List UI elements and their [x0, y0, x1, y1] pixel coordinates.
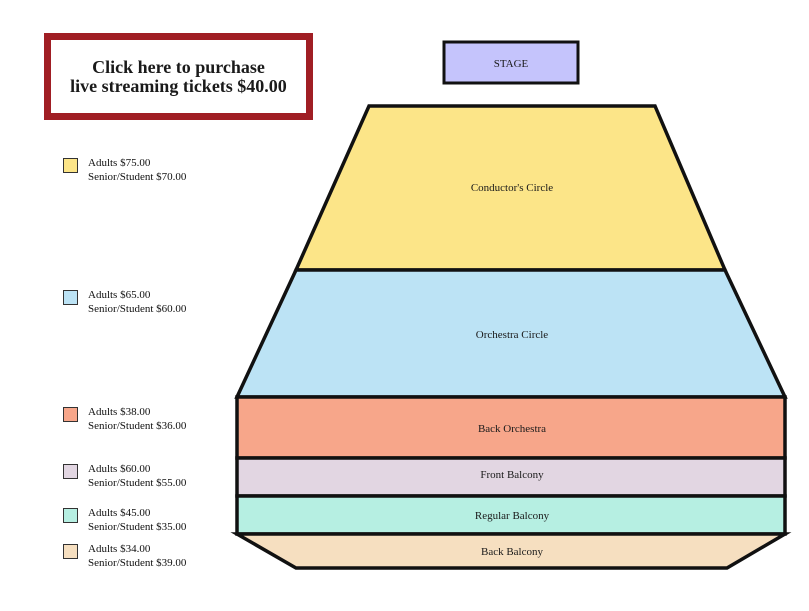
orchestra-circle-label: Orchestra Circle	[476, 329, 548, 341]
purchase-line-2: live streaming tickets $40.00	[70, 75, 287, 96]
legend-adult-price: Adults $34.00	[88, 543, 151, 555]
section-orchestra-circle[interactable]: Orchestra Circle	[234, 268, 788, 399]
legend-conductors-circle: Adults $75.00 Senior/Student $70.00	[63, 156, 186, 184]
purchase-line-1: Click here to purchase	[92, 56, 265, 77]
legend-front-balcony: Adults $60.00 Senior/Student $55.00	[63, 462, 186, 490]
legend-adult-price: Adults $65.00	[88, 289, 151, 301]
stage-label: STAGE	[494, 58, 529, 70]
legend-adult-price: Adults $45.00	[88, 507, 151, 519]
section-back-orchestra[interactable]: Back Orchestra	[235, 395, 787, 460]
legend-adult-price: Adults $38.00	[88, 406, 151, 418]
legend-senior-price: Senior/Student $39.00	[88, 557, 187, 569]
stage: STAGE	[442, 40, 580, 85]
section-front-balcony[interactable]: Front Balcony	[235, 456, 787, 498]
section-regular-balcony[interactable]: Regular Balcony	[235, 494, 787, 536]
legend-regular-balcony: Adults $45.00 Senior/Student $35.00	[63, 506, 186, 534]
front-balcony-label: Front Balcony	[480, 469, 544, 481]
legend-swatch	[63, 158, 78, 173]
legend-senior-price: Senior/Student $35.00	[88, 521, 187, 533]
legend-senior-price: Senior/Student $60.00	[88, 303, 187, 315]
legend-swatch	[63, 407, 78, 422]
back-orchestra-label: Back Orchestra	[478, 423, 546, 435]
legend-senior-price: Senior/Student $70.00	[88, 171, 187, 183]
stage-box	[442, 40, 580, 85]
legend-orchestra-circle: Adults $65.00 Senior/Student $60.00	[63, 288, 186, 316]
conductors-circle-label: Conductor's Circle	[471, 182, 553, 194]
legend-swatch	[63, 508, 78, 523]
legend-back-balcony: Adults $34.00 Senior/Student $39.00	[63, 542, 186, 570]
back-balcony-area	[230, 532, 792, 570]
regular-balcony-label: Regular Balcony	[475, 510, 550, 522]
legend-adult-price: Adults $60.00	[88, 463, 151, 475]
back-balcony-label: Back Balcony	[481, 546, 544, 558]
legend-adult-price: Adults $75.00	[88, 157, 151, 169]
legend-back-orchestra: Adults $38.00 Senior/Student $36.00	[63, 405, 186, 433]
legend-swatch	[63, 290, 78, 305]
legend-swatch	[63, 464, 78, 479]
legend-swatch	[63, 544, 78, 559]
section-conductors-circle[interactable]: Conductor's Circle	[293, 104, 728, 272]
purchase-streaming-button[interactable]: Click here to purchase live streaming ti…	[44, 33, 313, 120]
legend-senior-price: Senior/Student $55.00	[88, 477, 187, 489]
legend-senior-price: Senior/Student $36.00	[88, 420, 187, 432]
section-back-balcony[interactable]: Back Balcony	[230, 532, 792, 570]
